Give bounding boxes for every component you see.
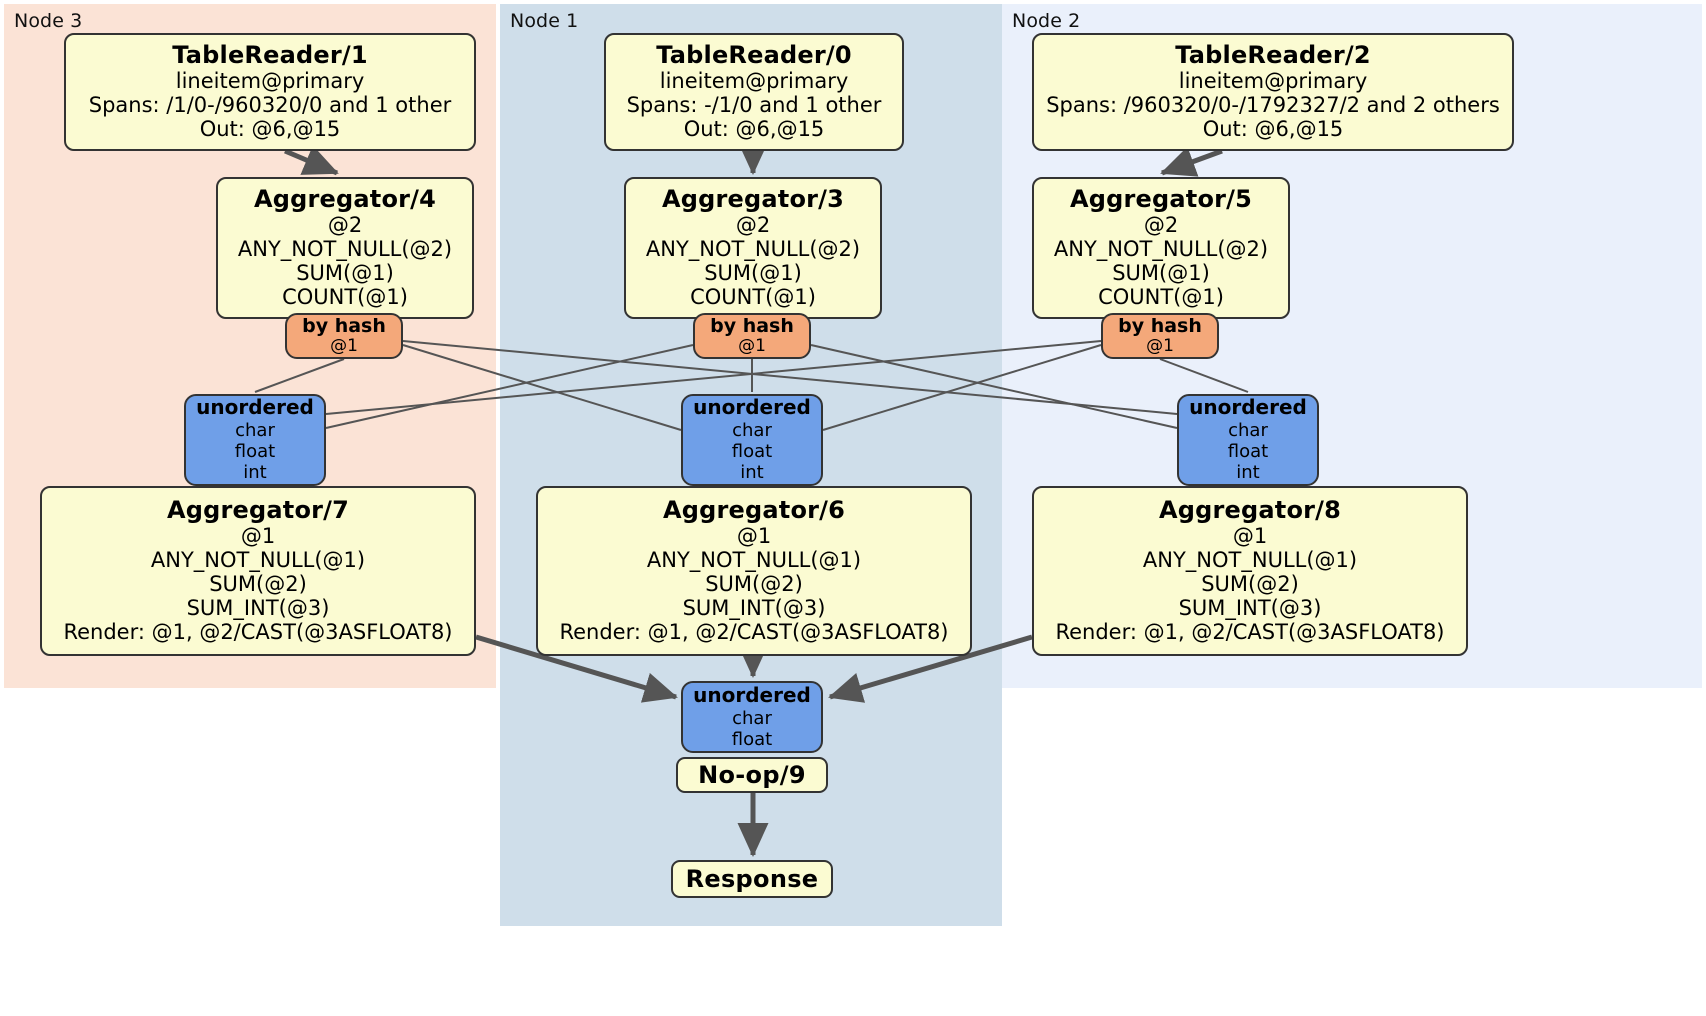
processor-table-reader-2[interactable]: TableReader/2 lineitem@primary Spans: /9… <box>1032 33 1514 151</box>
router-by-hash-3[interactable]: by hash @1 <box>693 313 811 359</box>
processor-detail-line: COUNT(@1) <box>1098 284 1224 309</box>
processor-no-op-9[interactable]: No-op/9 <box>676 757 828 793</box>
receiver-title: unordered <box>693 395 811 420</box>
node-panel-label-node1: Node 1 <box>510 10 579 32</box>
processor-title: TableReader/1 <box>172 41 368 70</box>
receiver-title: unordered <box>1189 395 1307 420</box>
processor-detail-line: @2 <box>1143 212 1179 237</box>
receiver-title: unordered <box>693 682 811 707</box>
router-title: by hash <box>1118 315 1202 338</box>
processor-aggregator-4[interactable]: Aggregator/4 @2 ANY_NOT_NULL(@2) SUM(@1)… <box>216 177 474 319</box>
processor-detail-line: SUM(@2) <box>209 571 307 596</box>
processor-detail-line: SUM(@2) <box>1201 571 1299 596</box>
processor-detail-line: ANY_NOT_NULL(@2) <box>237 236 453 261</box>
router-detail-line: @1 <box>1146 336 1174 357</box>
node-panel-label-node2: Node 2 <box>1012 10 1081 32</box>
receiver-unordered-7[interactable]: unordered char float int <box>184 394 326 486</box>
processor-title: TableReader/0 <box>656 41 852 70</box>
receiver-unordered-final[interactable]: unordered char float <box>681 681 823 753</box>
processor-detail-line: lineitem@primary <box>1178 68 1368 93</box>
receiver-type-line: int <box>243 462 267 484</box>
processor-title: Aggregator/5 <box>1069 185 1253 214</box>
receiver-unordered-6[interactable]: unordered char float int <box>681 394 823 486</box>
processor-render-line: Render: @1, @2/CAST(@3ASFLOAT8) <box>1055 619 1445 644</box>
receiver-type-line: char <box>732 419 772 441</box>
processor-title: TableReader/2 <box>1175 41 1371 70</box>
processor-detail-line: Spans: -/1/0 and 1 other <box>626 92 882 117</box>
processor-response[interactable]: Response <box>671 860 833 898</box>
processor-detail-line: ANY_NOT_NULL(@1) <box>150 547 366 572</box>
processor-detail-line: lineitem@primary <box>659 68 849 93</box>
processor-title: Aggregator/4 <box>253 185 437 214</box>
router-by-hash-4[interactable]: by hash @1 <box>285 313 403 359</box>
processor-table-reader-0[interactable]: TableReader/0 lineitem@primary Spans: -/… <box>604 33 904 151</box>
processor-render-line: Render: @1, @2/CAST(@3ASFLOAT8) <box>63 619 453 644</box>
processor-table-reader-1[interactable]: TableReader/1 lineitem@primary Spans: /1… <box>64 33 476 151</box>
processor-detail-line: @1 <box>240 523 276 548</box>
receiver-type-line: char <box>235 419 275 441</box>
router-by-hash-5[interactable]: by hash @1 <box>1101 313 1219 359</box>
processor-title: Aggregator/7 <box>166 496 350 525</box>
processor-aggregator-5[interactable]: Aggregator/5 @2 ANY_NOT_NULL(@2) SUM(@1)… <box>1032 177 1290 319</box>
receiver-type-line: float <box>234 441 276 463</box>
processor-detail-line: @2 <box>735 212 771 237</box>
receiver-type-line: float <box>731 728 773 750</box>
processor-detail-line: ANY_NOT_NULL(@2) <box>645 236 861 261</box>
processor-detail-line: lineitem@primary <box>175 68 365 93</box>
processor-aggregator-7[interactable]: Aggregator/7 @1 ANY_NOT_NULL(@1) SUM(@2)… <box>40 486 476 656</box>
processor-detail-line: Spans: /960320/0-/1792327/2 and 2 others <box>1046 92 1500 117</box>
receiver-title: unordered <box>196 395 314 420</box>
router-title: by hash <box>302 315 386 338</box>
receiver-type-line: char <box>1228 419 1268 441</box>
processor-detail-line: SUM(@1) <box>296 260 394 285</box>
processor-detail-line: Out: @6,@15 <box>1202 116 1344 141</box>
processor-title: Aggregator/6 <box>662 496 846 525</box>
processor-title: Aggregator/8 <box>1158 496 1342 525</box>
router-detail-line: @1 <box>738 336 766 357</box>
processor-detail-line: SUM(@1) <box>1112 260 1210 285</box>
processor-title: No-op/9 <box>698 761 806 789</box>
processor-detail-line: Out: @6,@15 <box>683 116 825 141</box>
processor-aggregator-6[interactable]: Aggregator/6 @1 ANY_NOT_NULL(@1) SUM(@2)… <box>536 486 972 656</box>
processor-detail-line: SUM(@1) <box>704 260 802 285</box>
receiver-type-line: float <box>731 441 773 463</box>
processor-detail-line: Out: @6,@15 <box>199 116 341 141</box>
receiver-unordered-8[interactable]: unordered char float int <box>1177 394 1319 486</box>
receiver-type-line: int <box>740 462 764 484</box>
processor-detail-line: COUNT(@1) <box>690 284 816 309</box>
node-panel-label-node3: Node 3 <box>14 10 83 32</box>
processor-detail-line: Spans: /1/0-/960320/0 and 1 other <box>88 92 452 117</box>
router-detail-line: @1 <box>330 336 358 357</box>
processor-detail-line: @1 <box>736 523 772 548</box>
receiver-type-line: float <box>1227 441 1269 463</box>
processor-detail-line: SUM_INT(@3) <box>1178 595 1322 620</box>
processor-detail-line: @2 <box>327 212 363 237</box>
processor-detail-line: @1 <box>1232 523 1268 548</box>
processor-aggregator-3[interactable]: Aggregator/3 @2 ANY_NOT_NULL(@2) SUM(@1)… <box>624 177 882 319</box>
router-title: by hash <box>710 315 794 338</box>
processor-detail-line: SUM(@2) <box>705 571 803 596</box>
processor-title: Response <box>685 865 819 893</box>
processor-detail-line: COUNT(@1) <box>282 284 408 309</box>
processor-detail-line: ANY_NOT_NULL(@1) <box>646 547 862 572</box>
processor-render-line: Render: @1, @2/CAST(@3ASFLOAT8) <box>559 619 949 644</box>
processor-aggregator-8[interactable]: Aggregator/8 @1 ANY_NOT_NULL(@1) SUM(@2)… <box>1032 486 1468 656</box>
processor-detail-line: SUM_INT(@3) <box>186 595 330 620</box>
processor-detail-line: SUM_INT(@3) <box>682 595 826 620</box>
processor-detail-line: ANY_NOT_NULL(@2) <box>1053 236 1269 261</box>
receiver-type-line: char <box>732 707 772 729</box>
receiver-type-line: int <box>1236 462 1260 484</box>
processor-detail-line: ANY_NOT_NULL(@1) <box>1142 547 1358 572</box>
processor-title: Aggregator/3 <box>661 185 845 214</box>
